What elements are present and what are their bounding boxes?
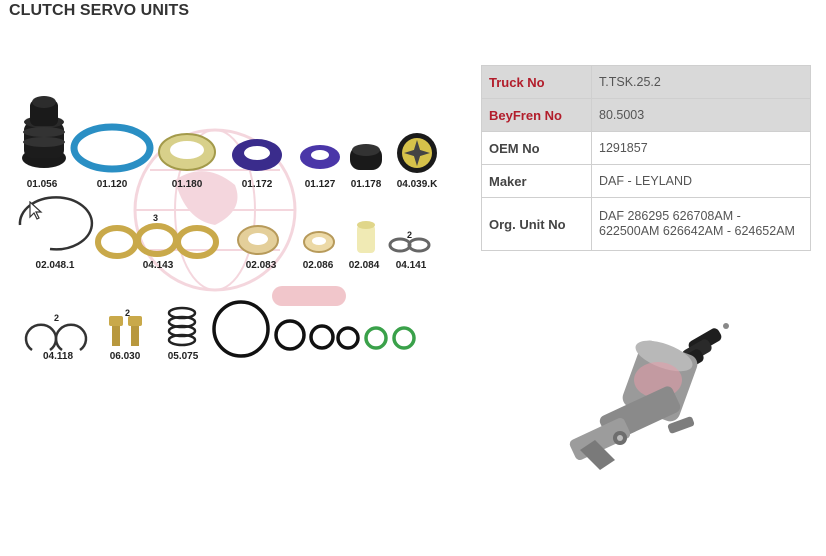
spec-row-beyfren-no: BeyFren No 80.5003 (481, 98, 811, 132)
part-label: 05.075 (167, 351, 199, 362)
qty-label: 2 (407, 230, 413, 240)
part-label: 02.086 (302, 260, 334, 271)
servo-body (569, 340, 698, 470)
qty-label: 3 (153, 213, 159, 223)
spec-row-oem-no: OEM No 1291857 (481, 131, 811, 165)
qty-label: 2 (54, 313, 60, 323)
qty-label: 2 (125, 308, 131, 318)
part-02086 (303, 231, 335, 253)
spec-value: DAF 286295 626708AM - 622500AM 626642AM … (591, 197, 811, 251)
part-01178 (350, 144, 382, 170)
part-01056 (22, 96, 66, 168)
spec-row-org-unit-no: Org. Unit No DAF 286295 626708AM - 62250… (481, 197, 811, 251)
o-rings (212, 300, 416, 358)
part-label: 01.180 (171, 179, 203, 190)
mouse-cursor-icon (29, 201, 43, 220)
spec-label: BeyFren No (481, 98, 592, 132)
spec-label: Org. Unit No (481, 197, 592, 251)
part-06030 (109, 316, 142, 346)
spec-table: Truck No T.TSK.25.2 BeyFren No 80.5003 O… (481, 65, 811, 251)
part-05075 (167, 306, 197, 347)
repair-kit-image: 01.056 01.120 01.180 01.172 01.127 01.17… (0, 60, 470, 400)
part-01127 (300, 145, 340, 169)
beyfren-badge (272, 286, 346, 306)
part-label: 01.056 (26, 179, 58, 190)
spec-label: OEM No (481, 131, 592, 165)
part-04141 (388, 237, 431, 253)
part-label: 04.141 (395, 260, 427, 271)
part-label: 04.143 (142, 260, 174, 271)
part-label: 01.178 (350, 179, 382, 190)
part-02083 (237, 225, 279, 255)
part-label: 04.118 (42, 351, 74, 362)
spec-row-maker: Maker DAF - LEYLAND (481, 164, 811, 198)
spec-row-truck-no: Truck No T.TSK.25.2 (481, 65, 811, 99)
spec-value: 1291857 (591, 131, 811, 165)
part-020481 (18, 196, 94, 251)
spec-value: T.TSK.25.2 (591, 65, 811, 99)
part-label: 04.039.K (396, 179, 438, 190)
clutch-servo-product-image (569, 323, 729, 470)
page-title: CLUTCH SERVO UNITS (9, 2, 190, 19)
part-label: 02.084 (348, 260, 380, 271)
part-01120 (70, 123, 154, 173)
part-label: 06.030 (109, 351, 141, 362)
part-label: 01.120 (96, 179, 128, 190)
spec-value: 80.5003 (591, 98, 811, 132)
spec-value: DAF - LEYLAND (591, 164, 811, 198)
part-01172 (232, 139, 282, 171)
spec-label: Truck No (481, 65, 592, 99)
part-04143 (95, 223, 219, 259)
part-label: 02.083 (245, 260, 277, 271)
part-label: 01.172 (241, 179, 273, 190)
part-label: 01.127 (304, 179, 336, 190)
part-02084 (357, 221, 375, 253)
part-01180 (158, 133, 216, 171)
spec-label: Maker (481, 164, 592, 198)
part-label: 02.048.1 (35, 260, 75, 271)
part-04039k (397, 133, 437, 173)
part-04118 (24, 323, 88, 352)
